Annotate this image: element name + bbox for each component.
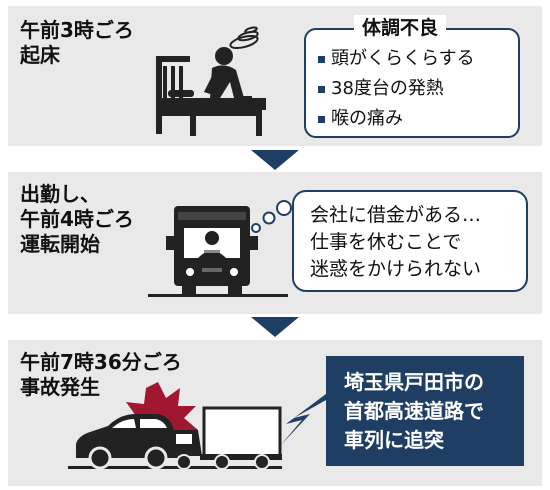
thought-dots-icon — [251, 200, 292, 233]
symptom-text: 頭がくらくらする — [331, 48, 475, 69]
list-item: 喉の痛み — [318, 104, 475, 134]
down-arrow-icon — [251, 150, 299, 170]
step-label-line: 午前7時36分ごろ — [20, 350, 182, 374]
symptom-text: 38度台の発熱 — [331, 78, 444, 99]
step-label: 午前7時36分ごろ 事故発生 — [20, 350, 182, 400]
step-label-line: 出勤し、 — [20, 182, 100, 206]
step-panel-driving: 出勤し、 午前4時ごろ 運転開始 会社に — [8, 172, 542, 314]
step-label: 出勤し、 午前4時ごろ 運転開始 — [20, 182, 134, 257]
driver-icon — [198, 231, 226, 258]
step-panel-wakeup: 午前3時ごろ 起床 — [8, 6, 542, 146]
accident-callout: 埼玉県戸田市の 首都高速道路で 車列に追突 — [326, 356, 524, 466]
bullet-icon — [318, 85, 325, 93]
step-label-line: 運転開始 — [20, 232, 100, 256]
thought-line: 仕事を休むことで — [310, 231, 462, 253]
dizzy-icon — [229, 26, 259, 50]
step-label-line: 午前4時ごろ — [20, 207, 134, 231]
step-panel-accident: 午前7時36分ごろ 事故発生 埼玉県戸田市の — [8, 340, 542, 486]
lightning-pointer-icon — [280, 394, 326, 446]
step-label-line: 事故発生 — [20, 375, 100, 399]
down-arrow-icon — [251, 317, 299, 337]
road-line — [148, 294, 288, 297]
road-line — [68, 466, 282, 469]
step-label-line: 起床 — [20, 43, 60, 67]
truck-scene — [148, 200, 292, 297]
person-sitting-icon — [204, 47, 252, 110]
step-label-line: 午前3時ごろ — [20, 18, 134, 42]
bed-scene — [156, 26, 266, 136]
thought-text: 会社に借金がある… 仕事を休むことで 迷惑をかけられない — [310, 202, 481, 283]
list-item: 38度台の発熱 — [318, 74, 475, 104]
truck-icon — [168, 406, 282, 470]
bullet-icon — [318, 115, 325, 123]
list-item: 頭がくらくらする — [318, 44, 475, 74]
callout-line: 車列に追突 — [344, 428, 444, 452]
symptom-title: 体調不良 — [354, 15, 447, 41]
callout-line: 埼玉県戸田市の — [344, 370, 484, 394]
thought-line: 会社に借金がある… — [310, 204, 482, 226]
callout-text: 埼玉県戸田市の 首都高速道路で 車列に追突 — [344, 368, 484, 455]
car-icon — [76, 414, 178, 470]
bullet-icon — [318, 55, 325, 63]
crash-scene — [68, 382, 326, 470]
symptom-text: 喉の痛み — [331, 108, 403, 129]
symptom-list: 頭がくらくらする 38度台の発熱 喉の痛み — [318, 44, 475, 134]
thought-bubble: 会社に借金がある… 仕事を休むことで 迷惑をかけられない — [292, 190, 528, 292]
step-label: 午前3時ごろ 起床 — [20, 18, 134, 68]
symptom-box: 体調不良 頭がくらくらする 38度台の発熱 喉の痛み — [304, 15, 520, 138]
callout-line: 首都高速道路で — [344, 399, 484, 423]
thought-line: 迷惑をかけられない — [310, 258, 482, 280]
